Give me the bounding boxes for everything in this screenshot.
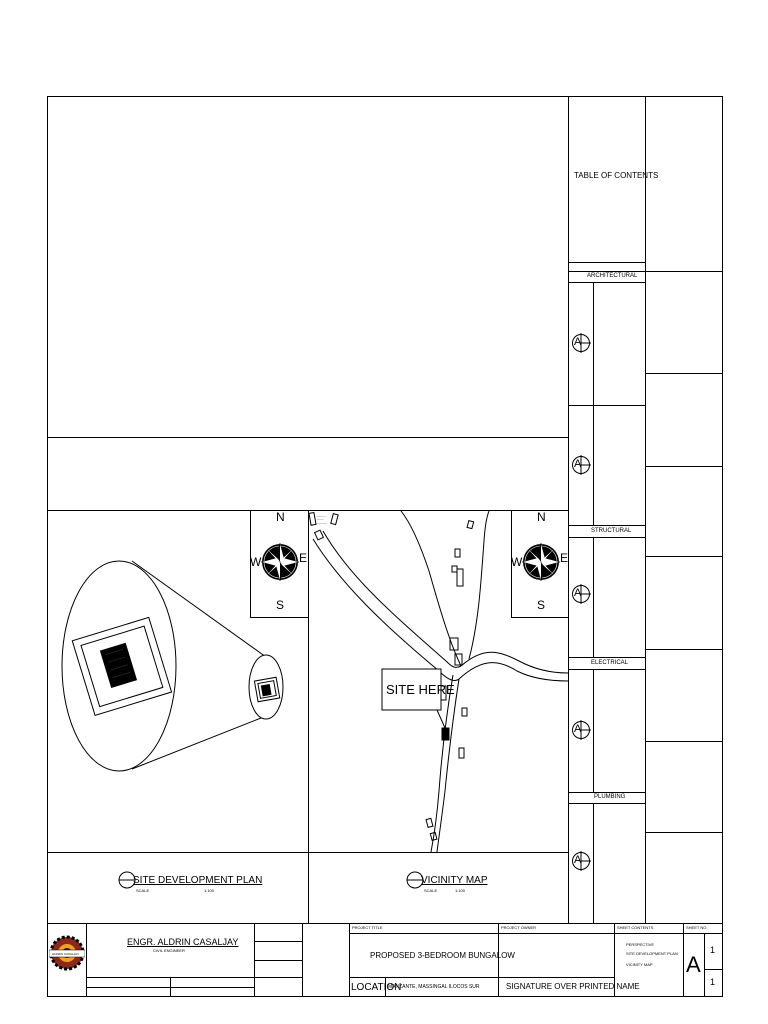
vicinity-scale-value: 1:100 [455, 888, 466, 893]
toc-sheet-marker-e1[interactable]: A [571, 720, 591, 745]
compass-west-label: W [511, 555, 523, 569]
toc-section-architectural: ARCHITECTURAL [587, 273, 638, 279]
site-plan-title: SITE DEVELOPMENT PLAN [133, 875, 263, 886]
signature-label: SIGNATURE OVER PRINTED NAME [506, 982, 640, 991]
toc-title: TABLE OF CONTENTS [574, 171, 659, 180]
sheet-no-label: SHEET NO. [686, 925, 708, 930]
project-title: PROPOSED 3-BEDROOM BUNGALOW [370, 951, 515, 960]
toc-sheet-marker-a2[interactable]: A [571, 455, 591, 480]
location-label: LOCATION [351, 982, 402, 993]
compass-north-label: N [276, 510, 285, 524]
vicinity-small-label: ––––––––––––––– [317, 514, 328, 525]
road-south-edge [430, 674, 454, 852]
logo-lettering: ALDRIN CASALJAY [52, 952, 79, 956]
toc-section-structural: STRUCTURAL [591, 528, 632, 534]
toc-sheet-marker-letter: A [574, 336, 582, 348]
sheet-marker-icon [572, 584, 591, 604]
perspective-label-strip [48, 438, 568, 510]
vicinity-scale-label: SCALE [424, 888, 438, 893]
sheet-marker-icon [572, 455, 591, 475]
sheet-marker-icon [572, 720, 591, 740]
compass-south-label: S [276, 598, 285, 612]
compass-rose-icon [521, 542, 561, 582]
toc-sheet-marker-letter: A [574, 854, 582, 866]
road-north-east [468, 511, 490, 660]
toc-sheet-marker-letter: A [574, 587, 582, 599]
sheet-letter: A [686, 952, 701, 977]
toc-section-electrical: ELECTRICAL [591, 660, 629, 666]
road-main [312, 538, 460, 682]
toc-sheet-marker-letter: A [574, 723, 582, 735]
compass-east-label: E [560, 551, 569, 565]
company-logo [49, 935, 85, 971]
road-main-edge [322, 530, 462, 668]
toc-sheet-marker-s1[interactable]: A [571, 584, 591, 609]
site-plan-drawing [61, 560, 284, 772]
sheet-marker-icon [572, 333, 591, 353]
compass-north-label: N [537, 510, 546, 524]
site-callout-text: SITE HERE [386, 682, 455, 697]
toc-sheet-marker-p1[interactable]: A [571, 851, 591, 876]
road-north [400, 511, 462, 667]
compass-south-label: S [537, 598, 546, 612]
vicinity-map-title: VICINITY MAP [421, 875, 488, 886]
compass-west-label: W [250, 555, 262, 569]
section-marker-icon [406, 871, 424, 889]
site-plan-scale-value: 1:100 [204, 888, 215, 893]
sheet-contents-label: SHEET CONTENTS [617, 925, 654, 930]
toc-sheet-marker-a1[interactable]: A [571, 333, 591, 358]
engineer-role: CIVIL ENGINEER [153, 948, 185, 953]
sheet-number: 1 [710, 945, 716, 955]
engineer-name: ENGR. ALDRIN CASALJAY [127, 937, 239, 947]
project-title-label: PROJECT TITLE [352, 925, 383, 930]
compass-rose-icon [260, 542, 300, 582]
road-east [460, 651, 568, 674]
compass-east-label: E [299, 551, 308, 565]
sheet-marker-icon [572, 851, 591, 871]
road-east-edge [458, 662, 568, 682]
sheet-total: 1 [710, 977, 716, 987]
section-marker-icon [118, 871, 136, 889]
vicinity-map-drawing [309, 511, 568, 852]
site-plan-scale-label: SCALE [136, 888, 150, 893]
sheet-contents-item-site-plan: SITE DEVELOPMENT PLAN [626, 951, 678, 956]
project-owner-label: PROJECT OWNER [501, 925, 537, 930]
location-value: MANZANTE, MASSINGAL ILOCOS SUR [388, 984, 480, 990]
site-lot-marker [441, 727, 450, 741]
sheet-contents-item-perspective: PERSPECTIVE [626, 942, 655, 947]
toc-section-plumbing: PLUMBING [594, 794, 626, 800]
road-south [436, 678, 460, 852]
sheet-contents-item-vicinity-map: VICINITY MAP [626, 962, 653, 967]
toc-sheet-marker-letter: A [574, 458, 582, 470]
perspective-area [48, 97, 568, 437]
site-callout-box [381, 668, 442, 711]
